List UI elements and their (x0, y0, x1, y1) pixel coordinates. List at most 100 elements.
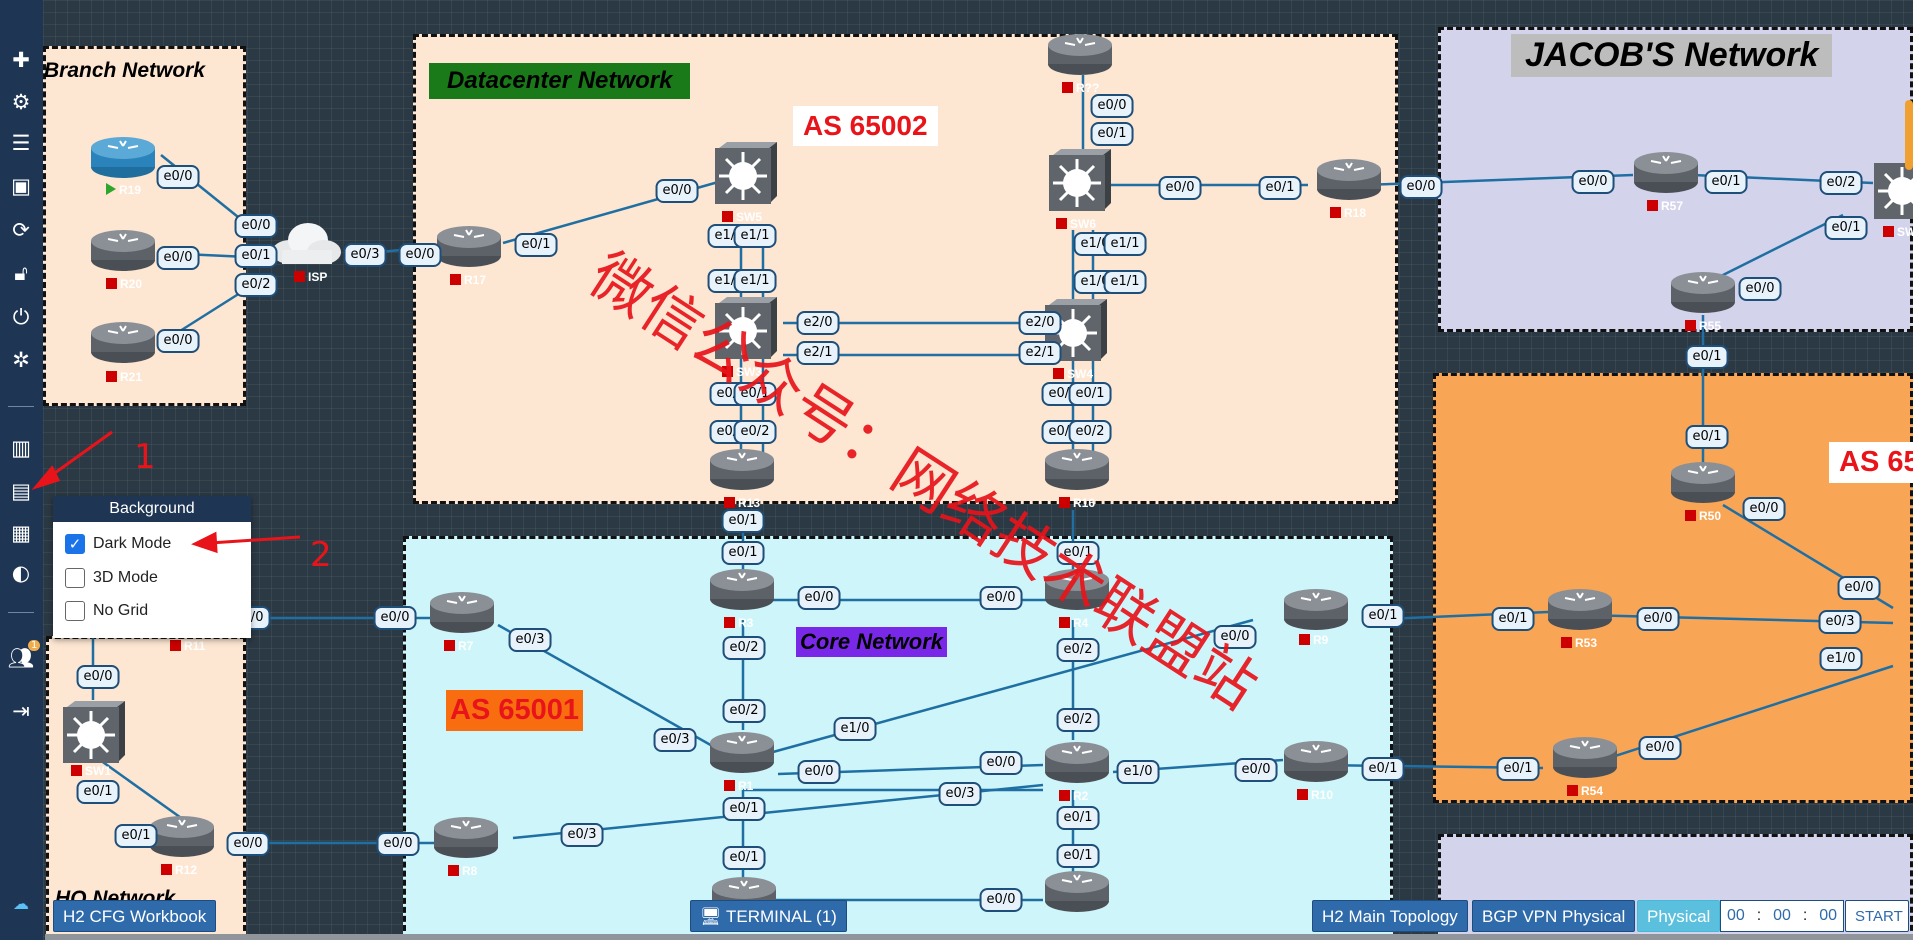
router-r19[interactable] (90, 133, 156, 179)
switch-sw6[interactable] (1045, 145, 1115, 215)
stopped-icon (1685, 320, 1696, 331)
network-icon[interactable]: ✲ (12, 348, 30, 372)
interface-label: e0/1 (514, 233, 558, 257)
router-icon (1634, 152, 1698, 193)
datacenter-network-zone[interactable]: Datacenter Network (413, 34, 1398, 504)
image-icon[interactable]: ▣ (11, 174, 31, 198)
node-label: R50 (1685, 509, 1721, 523)
map-icon[interactable]: ▤ (11, 479, 31, 503)
interface-label: e0/2 (234, 273, 278, 297)
lock-icon[interactable]: 🔓︎ (14, 260, 28, 285)
start-button[interactable]: START (1845, 900, 1909, 932)
router-r4[interactable] (1044, 565, 1110, 611)
menu-header: Background (53, 496, 251, 522)
router-r54[interactable] (1552, 733, 1618, 779)
router-r50[interactable] (1670, 458, 1736, 504)
interface-label: e2/0 (1018, 311, 1062, 335)
list-icon[interactable]: ☰ (11, 131, 31, 155)
interface-label: e0/1 (721, 541, 765, 565)
interface-label: e0/2 (733, 420, 777, 444)
router-r10[interactable] (1283, 737, 1349, 783)
router-icon (91, 322, 155, 363)
router-r8[interactable] (433, 813, 499, 859)
sidebar-divider (8, 612, 34, 613)
topology-canvas[interactable]: Branch Network Datacenter Network JACOB'… (43, 0, 1913, 940)
book-icon[interactable]: ▦ (11, 521, 31, 545)
interface-label: e0/0 (156, 329, 200, 353)
router-r20[interactable] (90, 226, 156, 272)
interface-label: e0/1 (1056, 541, 1100, 565)
router-r21[interactable] (90, 318, 156, 364)
core-network-zone[interactable]: Core Network (403, 536, 1393, 940)
add-icon[interactable]: ✚ (12, 48, 30, 72)
router-r55[interactable] (1670, 268, 1736, 314)
terminal-button[interactable]: 🖥︎ TERMINAL (1) (690, 900, 847, 932)
3d-mode-option[interactable]: 3D Mode (65, 568, 158, 588)
router-r57[interactable] (1633, 148, 1699, 194)
toggle-icon[interactable]: ◐ (11, 561, 31, 585)
router-r18[interactable] (1316, 155, 1382, 201)
router-r2[interactable] (1044, 738, 1110, 784)
router-r13[interactable] (709, 445, 775, 491)
router-r12[interactable] (149, 812, 215, 858)
router-r1[interactable] (709, 728, 775, 774)
3d-mode-checkbox[interactable] (65, 568, 85, 588)
interface-label: e0/1 (76, 780, 120, 804)
cloud-isp[interactable] (270, 218, 342, 268)
router-r3[interactable] (709, 565, 775, 611)
option-label: No Grid (93, 602, 149, 619)
interface-label: e1/0 (1116, 760, 1160, 784)
stopped-icon (722, 211, 733, 222)
dark-mode-option[interactable]: ✓ Dark Mode (65, 534, 171, 554)
interface-label: e0/1 (1685, 425, 1729, 449)
interface-label: e0/1 (1258, 176, 1302, 200)
switch-sw1[interactable] (59, 697, 129, 767)
settings-icon[interactable]: ⚙ (11, 90, 31, 114)
node-label: R57 (1647, 199, 1683, 213)
switch-icon (715, 297, 777, 359)
refresh-icon[interactable]: ⟳ (12, 218, 30, 242)
interface-label: e0/0 (797, 586, 841, 610)
chart-icon[interactable]: ▥ (11, 436, 31, 460)
main-topology-button[interactable]: H2 Main Topology (1312, 900, 1468, 932)
node-label: R13 (724, 496, 760, 510)
power-icon[interactable]: ⏻ (12, 304, 30, 329)
router-top[interactable] (1047, 30, 1113, 76)
node-label: R17 (450, 273, 486, 287)
vertical-scrollbar[interactable] (1905, 100, 1913, 170)
stopped-icon (1056, 218, 1067, 229)
logout-icon[interactable]: ⇥ (12, 699, 30, 723)
interface-label: e0/1 (1704, 170, 1748, 194)
interface-label: e0/1 (722, 846, 766, 870)
no-grid-option[interactable]: No Grid (65, 601, 148, 621)
interface-label: e0/0 (797, 760, 841, 784)
router-icon (437, 226, 501, 267)
router-icon (1284, 589, 1348, 630)
stopped-icon (1567, 785, 1578, 796)
switch-sw3[interactable] (711, 293, 781, 363)
dark-mode-checkbox[interactable]: ✓ (65, 534, 85, 554)
stopped-icon (1330, 207, 1341, 218)
switch-icon (715, 142, 777, 204)
bgp-vpn-button[interactable]: BGP VPN Physical (1472, 900, 1636, 932)
workbook-button[interactable]: H2 CFG Workbook (53, 900, 217, 932)
interface-label: e0/1 (1685, 345, 1729, 369)
router-r7[interactable] (429, 588, 495, 634)
interface-label: e0/0 (76, 665, 120, 689)
router-r9[interactable] (1283, 585, 1349, 631)
switch-sw-right[interactable] (1870, 153, 1913, 223)
horizontal-scrollbar[interactable] (45, 934, 1913, 940)
router-r16[interactable] (1044, 445, 1110, 491)
stopped-icon (71, 765, 82, 776)
switch-sw5[interactable] (711, 138, 781, 208)
router-r6[interactable] (1044, 867, 1110, 913)
cloud-icon (272, 223, 341, 264)
option-label: 3D Mode (93, 569, 158, 586)
router-r17[interactable] (436, 222, 502, 268)
interface-label: e0/0 (398, 243, 442, 267)
router-r53[interactable] (1547, 585, 1613, 631)
interface-label: e0/1 (1496, 757, 1540, 781)
no-grid-checkbox[interactable] (65, 601, 85, 621)
physical-button[interactable]: Physical (1637, 900, 1721, 932)
users-icon[interactable]: 👥︎1 (6, 640, 41, 673)
